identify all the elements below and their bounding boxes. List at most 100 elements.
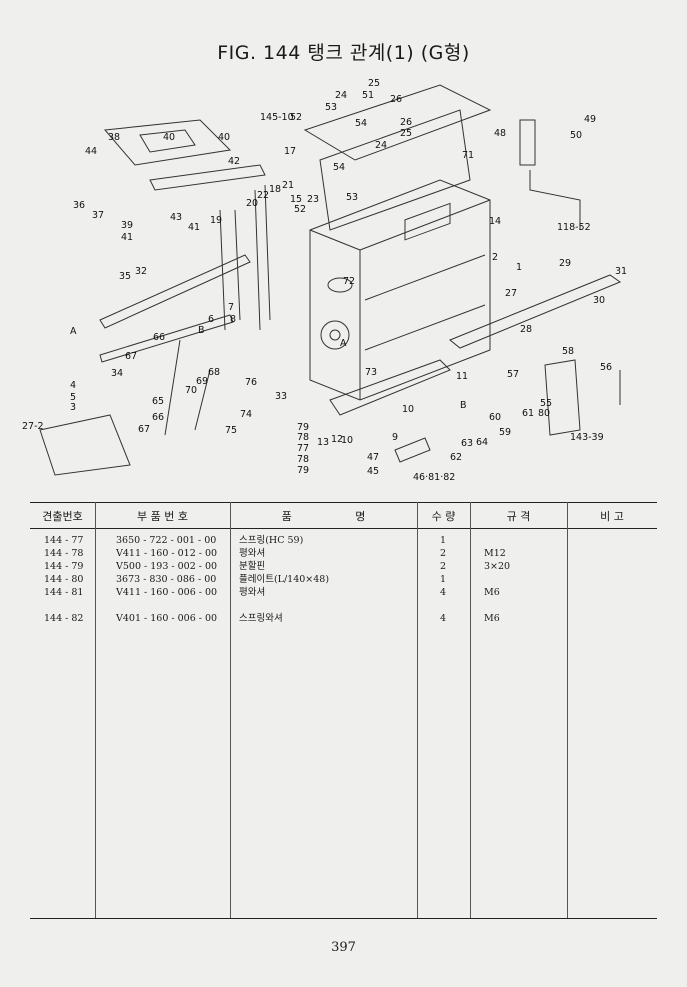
callout-label: 32 bbox=[135, 266, 147, 277]
callout-label: 17 bbox=[284, 146, 296, 157]
callout-label: 15 bbox=[290, 194, 302, 205]
callout-label: 25 bbox=[400, 128, 412, 139]
callout-label: A bbox=[70, 326, 77, 337]
callout-label: 52 bbox=[294, 204, 306, 215]
exploded-parts-diagram: 25 24 51 26 53 54 52 145-10 71 49 48 50 … bbox=[20, 70, 670, 495]
callout-label: 24 bbox=[335, 90, 347, 101]
callout-label: 7 bbox=[228, 302, 234, 313]
callout-label: 35 bbox=[119, 271, 131, 282]
callout-label: 11 bbox=[456, 371, 468, 382]
callout-label: 64 bbox=[476, 437, 488, 448]
callout-label: B bbox=[460, 400, 467, 411]
callout-label: 72 bbox=[343, 276, 355, 287]
callout-label: 67 bbox=[125, 351, 137, 362]
callout-label: 26 bbox=[400, 117, 412, 128]
callout-label: 14 bbox=[489, 216, 501, 227]
page-title: FIG. 144 탱크 관계(1) (G형) bbox=[217, 42, 470, 64]
callout-label: 47 bbox=[367, 452, 379, 463]
cover-strip bbox=[149, 164, 266, 191]
callout-label: 45 bbox=[367, 466, 379, 477]
callout-label: 66 bbox=[152, 412, 164, 423]
callout-label: 58 bbox=[562, 346, 574, 357]
callout-label: 27-2 bbox=[22, 421, 44, 432]
header-spec: 규 격 bbox=[506, 510, 531, 523]
callout-label: 79 bbox=[297, 465, 309, 476]
callout-label: 76 bbox=[245, 377, 257, 388]
callout-label: 77 bbox=[297, 443, 309, 454]
table-row: 144 - 79 V500 - 193 - 002 - 00 분할핀 2 3×2… bbox=[44, 561, 511, 572]
callout-label: 30 bbox=[593, 295, 605, 306]
callout-label: 53 bbox=[346, 192, 358, 203]
callout-label: 78 bbox=[297, 432, 309, 443]
callout-label: 67 bbox=[138, 424, 150, 435]
header-part-no: 부 품 번 호 bbox=[137, 510, 188, 523]
callout-label: 143-39 bbox=[570, 432, 604, 443]
callout-label: 34 bbox=[111, 368, 123, 379]
callout-label: 41 bbox=[121, 232, 133, 243]
callout-label: 36 bbox=[73, 200, 85, 211]
tank-cap bbox=[327, 277, 353, 293]
tank-body bbox=[309, 179, 491, 401]
right-rail bbox=[449, 274, 622, 349]
callout-label: 79 bbox=[297, 422, 309, 433]
callout-label: 2 bbox=[492, 252, 498, 263]
callout-label: 56 bbox=[600, 362, 612, 373]
table-row: 144 - 78 V411 - 160 - 012 - 00 평와셔 2 M12 bbox=[44, 548, 506, 559]
callout-label: 44 bbox=[85, 146, 97, 157]
callout-label: 65 bbox=[152, 396, 164, 407]
lever-assembly bbox=[544, 359, 581, 436]
callout-label: 53 bbox=[325, 102, 337, 113]
lower-frame bbox=[39, 414, 131, 476]
callout-label: 42 bbox=[228, 156, 240, 167]
callout-label: 4 bbox=[70, 380, 76, 391]
callout-labels: 25 24 51 26 53 54 52 145-10 71 49 48 50 … bbox=[22, 78, 627, 483]
callout-label: 19 bbox=[210, 215, 222, 226]
tank-top-panel bbox=[303, 84, 492, 161]
callout-label: 60 bbox=[489, 412, 501, 423]
table-row: 144 - 82 V401 - 160 - 006 - 00 스프링와셔 4 M… bbox=[44, 613, 500, 624]
callout-label: 43 bbox=[170, 212, 182, 223]
callout-label: 23 bbox=[307, 194, 319, 205]
table-row: 144 - 80 3673 - 830 - 086 - 00 플레이트(L/14… bbox=[44, 574, 447, 585]
callout-label: 145-10 bbox=[260, 112, 294, 123]
callout-label: 50 bbox=[570, 130, 582, 141]
callout-label: 51 bbox=[362, 90, 374, 101]
right-bracket bbox=[519, 119, 536, 166]
callout-label: 33 bbox=[275, 391, 287, 402]
callout-label: 80 bbox=[538, 408, 550, 419]
callout-label: 26 bbox=[390, 94, 402, 105]
callout-label: 70 bbox=[185, 385, 197, 396]
callout-label: 27 bbox=[505, 288, 517, 299]
table-row: 144 - 77 3650 - 722 - 001 - 00 스프링(HC 59… bbox=[44, 535, 447, 546]
callout-label: 59 bbox=[499, 427, 511, 438]
callout-label: 71 bbox=[462, 150, 474, 161]
callout-label: 66 bbox=[153, 332, 165, 343]
callout-label: 29 bbox=[559, 258, 571, 269]
callout-label: 25 bbox=[368, 78, 380, 89]
callout-label: 10 bbox=[341, 435, 353, 446]
gear-wheel bbox=[320, 320, 350, 350]
callout-label: 78 bbox=[297, 454, 309, 465]
callout-label: 49 bbox=[584, 114, 596, 125]
callout-label: 24 bbox=[375, 140, 387, 151]
callout-label: 48 bbox=[494, 128, 506, 139]
callout-label: 52 bbox=[290, 112, 302, 123]
callout-label: B bbox=[198, 325, 205, 336]
table-row: 144 - 81 V411 - 160 - 006 - 00 평와셔 4 M6 bbox=[44, 587, 500, 598]
callout-label: 12 bbox=[331, 434, 343, 445]
callout-label: 73 bbox=[365, 367, 377, 378]
diagram-drawing: 25 24 51 26 53 54 52 145-10 71 49 48 50 … bbox=[22, 78, 627, 483]
tank-upper-frame bbox=[319, 109, 471, 231]
callout-label: 118-52 bbox=[557, 222, 591, 233]
callout-label: 54 bbox=[333, 162, 345, 173]
callout-label: 68 bbox=[208, 367, 220, 378]
header-item-no: 견출번호 bbox=[42, 510, 83, 523]
left-lower-rail bbox=[99, 314, 234, 363]
callout-label: 61 bbox=[522, 408, 534, 419]
callout-label: 57 bbox=[507, 369, 519, 380]
callout-label: 5 bbox=[70, 392, 76, 403]
callout-label: 31 bbox=[615, 266, 627, 277]
callout-label: 9 bbox=[392, 432, 398, 443]
callout-label: 54 bbox=[355, 118, 367, 129]
callout-label: 22 bbox=[257, 190, 269, 201]
